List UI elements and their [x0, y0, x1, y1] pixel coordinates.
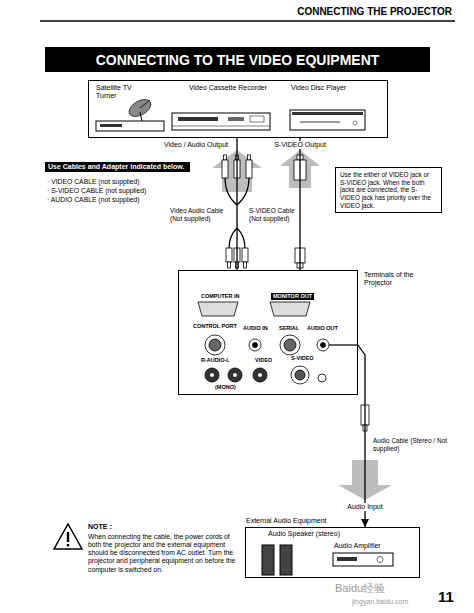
cable-connector	[236, 138, 237, 270]
terminal-label: (MONO)	[215, 384, 236, 391]
note-text: When connecting the cable, the power cor…	[88, 533, 240, 574]
audio-amplifier	[333, 553, 393, 566]
terminal-label: R-AUDIO-L	[201, 357, 230, 364]
output-label: S-VIDEO Output	[270, 141, 330, 149]
node-text: Video Cassette Recorder	[189, 84, 267, 92]
node-text: Audio Speaker (stereo)	[268, 530, 340, 538]
cable-list-item: · VIDEO CABLE (not supplied)	[47, 178, 140, 186]
terminal-label: VIDEO	[255, 357, 272, 364]
terminal-label: SERIAL	[279, 325, 299, 332]
terminal-label: CONTROL PORT	[193, 323, 237, 330]
terminal-label: AUDIO IN	[243, 325, 268, 332]
terminal-jacks	[198, 302, 329, 384]
cable-list-item: · AUDIO CABLE (not supplied)	[47, 196, 140, 204]
page-number: 11	[438, 588, 454, 606]
header-rule	[40, 20, 455, 22]
watermark: jingyan.baidu.com	[352, 598, 408, 606]
cable-label: S-VIDEO Cable (Not supplied)	[249, 207, 298, 223]
terminal-panel: Terminals of the ProjectorCOMPUTER INMON…	[178, 270, 358, 395]
terminal-label: AUDIO OUT	[307, 325, 338, 332]
note-heading: NOTE :	[88, 523, 112, 531]
node-text: Terminals of the Projector	[364, 271, 436, 288]
title-bar: CONNECTING TO THE VIDEO EQUIPMENT	[45, 47, 430, 72]
title: CONNECTING TO THE VIDEO EQUIPMENT	[96, 52, 380, 68]
audio-speaker	[262, 545, 292, 575]
video-disc-player	[290, 110, 365, 130]
callout-box: Use the either of VIDEO jack or S-VIDEO …	[335, 167, 442, 213]
node-text: Use the either of VIDEO jack or S-VIDEO …	[340, 171, 437, 209]
node-text: Video Disc Player	[291, 84, 346, 92]
output-label: Video / Audio Output	[164, 141, 228, 149]
audio-equipment-box: External Audio EquipmentAudio Speaker (s…	[245, 527, 420, 578]
input-label: Audio Input	[343, 503, 387, 511]
cable-connector	[299, 138, 300, 270]
node-text: Use Cables and Adapter indicated below.	[48, 163, 187, 171]
page-header: CONNECTING THE PROJECTOR	[297, 6, 452, 18]
node-text: External Audio Equipment	[246, 517, 327, 525]
cable-plug	[226, 248, 369, 431]
terminal-label: S-VIDEO	[291, 355, 314, 362]
warning-symbol	[54, 524, 82, 549]
cable-label: Video Audio Cable (Not supplied)	[170, 207, 230, 223]
node-text: Satellite TV Turner	[96, 84, 138, 101]
terminal-label: MONITOR OUT	[271, 293, 314, 300]
cable-connector	[358, 345, 365, 527]
terminal-label: COMPUTER IN	[201, 293, 240, 300]
cable-band: Use Cables and Adapter indicated below.	[45, 162, 190, 172]
cable-list-item: · S-VIDEO CABLE (not supplied)	[47, 187, 146, 195]
watermark: Baidu经验	[335, 582, 385, 595]
cable-label: Audio Cable (Stereo / Not supplied)	[373, 437, 455, 453]
node-text: Audio Amplifier	[334, 542, 381, 550]
equipment-box: Satellite TV Turner Video Cassette Record…	[88, 80, 388, 138]
video-cassette-recorder	[172, 113, 270, 130]
cable-plug	[222, 155, 306, 180]
satellite-tuner	[96, 96, 164, 131]
